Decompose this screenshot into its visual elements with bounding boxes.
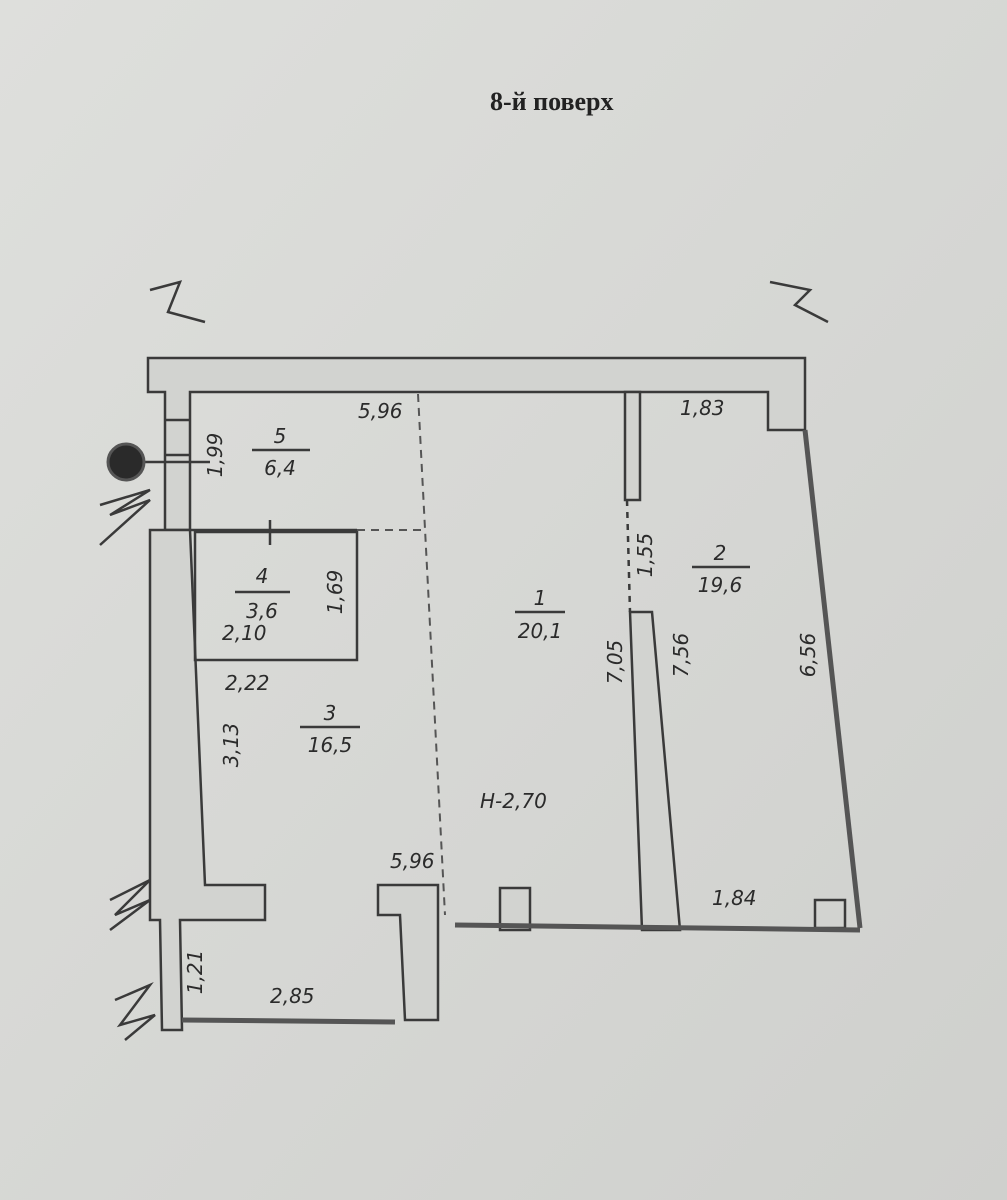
dimension-labels: 5,96 1,83 2,22 2,10 5,96 2,85 1,84 1,99 … bbox=[183, 396, 820, 1008]
svg-text:1,83: 1,83 bbox=[680, 396, 725, 420]
svg-text:Н-2,70: Н-2,70 bbox=[480, 789, 547, 813]
svg-text:3,13: 3,13 bbox=[219, 723, 243, 768]
svg-text:2,10: 2,10 bbox=[222, 621, 267, 645]
svg-text:5,96: 5,96 bbox=[358, 399, 403, 423]
room-labels: 1 20,1 2 19,6 3 16,5 4 3,6 5 6,4 Н-2,70 bbox=[235, 424, 750, 813]
svg-text:2,85: 2,85 bbox=[270, 984, 315, 1008]
walls bbox=[99, 280, 863, 1041]
svg-text:2: 2 bbox=[714, 541, 727, 565]
svg-text:20,1: 20,1 bbox=[518, 619, 563, 643]
svg-text:1: 1 bbox=[534, 586, 547, 610]
svg-text:1,55: 1,55 bbox=[633, 533, 657, 578]
svg-text:7,56: 7,56 bbox=[669, 633, 693, 678]
svg-text:19,6: 19,6 bbox=[698, 573, 743, 597]
svg-text:5,96: 5,96 bbox=[390, 849, 435, 873]
svg-text:2,22: 2,22 bbox=[225, 671, 270, 695]
svg-text:1,84: 1,84 bbox=[712, 886, 757, 910]
svg-text:5: 5 bbox=[274, 424, 287, 448]
svg-text:6,56: 6,56 bbox=[796, 633, 820, 678]
riser-pipe-icon bbox=[106, 442, 146, 482]
svg-text:4: 4 bbox=[256, 564, 269, 588]
svg-text:1,69: 1,69 bbox=[323, 570, 347, 615]
svg-text:3: 3 bbox=[324, 701, 337, 725]
svg-text:1,99: 1,99 bbox=[203, 433, 227, 478]
svg-text:16,5: 16,5 bbox=[308, 733, 353, 757]
svg-text:1,21: 1,21 bbox=[183, 950, 207, 995]
svg-text:3,6: 3,6 bbox=[246, 599, 278, 623]
svg-text:7,05: 7,05 bbox=[603, 640, 627, 685]
svg-text:6,4: 6,4 bbox=[264, 456, 296, 480]
floor-title: 8-й поверх bbox=[490, 87, 614, 116]
